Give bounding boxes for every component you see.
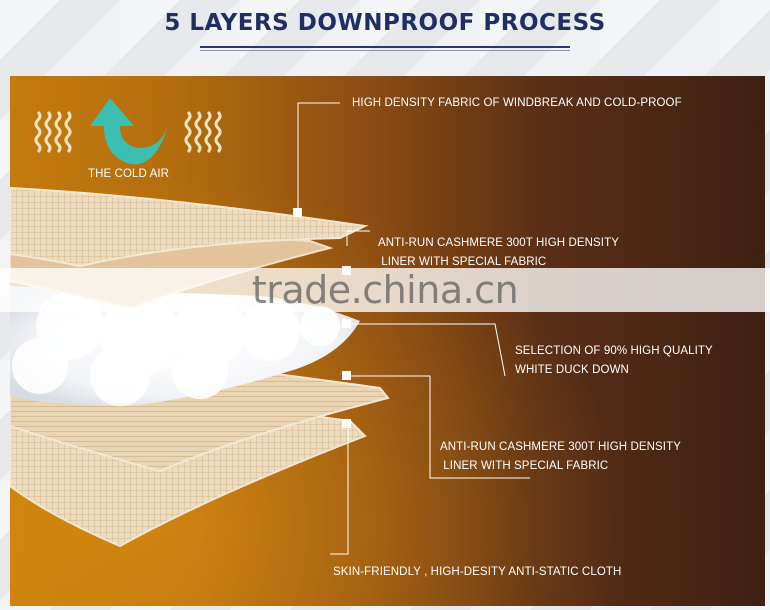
layer-label-1-line-1: HIGH DENSITY FABRIC OF WINDBREAK AND COL…: [352, 94, 682, 113]
marker-3: [342, 319, 351, 328]
wave-icon: [36, 112, 70, 152]
layers-illustration: [10, 76, 765, 606]
layer-label-4: ANTI-RUN CASHMERE 300T HIGH DENSITY LINE…: [440, 438, 681, 476]
title-underline: [200, 46, 570, 48]
cold-air-label: THE COLD AIR: [88, 165, 169, 184]
layer-label-1: HIGH DENSITY FABRIC OF WINDBREAK AND COL…: [352, 94, 682, 113]
leader-line-3: [348, 324, 505, 376]
layer-label-4-line-2: LINER WITH SPECIAL FABRIC: [440, 457, 681, 476]
leader-line-1: [298, 103, 340, 213]
layer-label-3: SELECTION OF 90% HIGH QUALITY WHITE DUCK…: [515, 342, 713, 380]
layer-label-4-line-1: ANTI-RUN CASHMERE 300T HIGH DENSITY: [440, 438, 681, 457]
watermark: trade.china.cn: [0, 268, 770, 312]
layer-label-3-line-1: SELECTION OF 90% HIGH QUALITY: [515, 342, 713, 361]
layer-label-2: ANTI-RUN CASHMERE 300T HIGH DENSITY LINE…: [378, 234, 619, 272]
marker-4: [342, 371, 351, 380]
layer-label-2-line-1: ANTI-RUN CASHMERE 300T HIGH DENSITY: [378, 234, 619, 253]
page-title: 5 LAYERS DOWNPROOF PROCESS: [0, 10, 770, 36]
infographic-panel: THE COLD AIR HIGH DENSITY FABRIC OF WIND…: [10, 76, 765, 606]
curved-arrow-icon: [90, 98, 168, 164]
marker-1: [293, 208, 302, 217]
layer-label-5-line-1: SKIN-FRIENDLY , HIGH-DESITY ANTI-STATIC …: [333, 563, 621, 582]
layer-label-3-line-2: WHITE DUCK DOWN: [515, 361, 713, 380]
marker-5: [342, 419, 351, 428]
layer-label-5: SKIN-FRIENDLY , HIGH-DESITY ANTI-STATIC …: [333, 563, 621, 582]
wave-icon: [186, 112, 220, 152]
title-underline-thin: [200, 50, 570, 51]
